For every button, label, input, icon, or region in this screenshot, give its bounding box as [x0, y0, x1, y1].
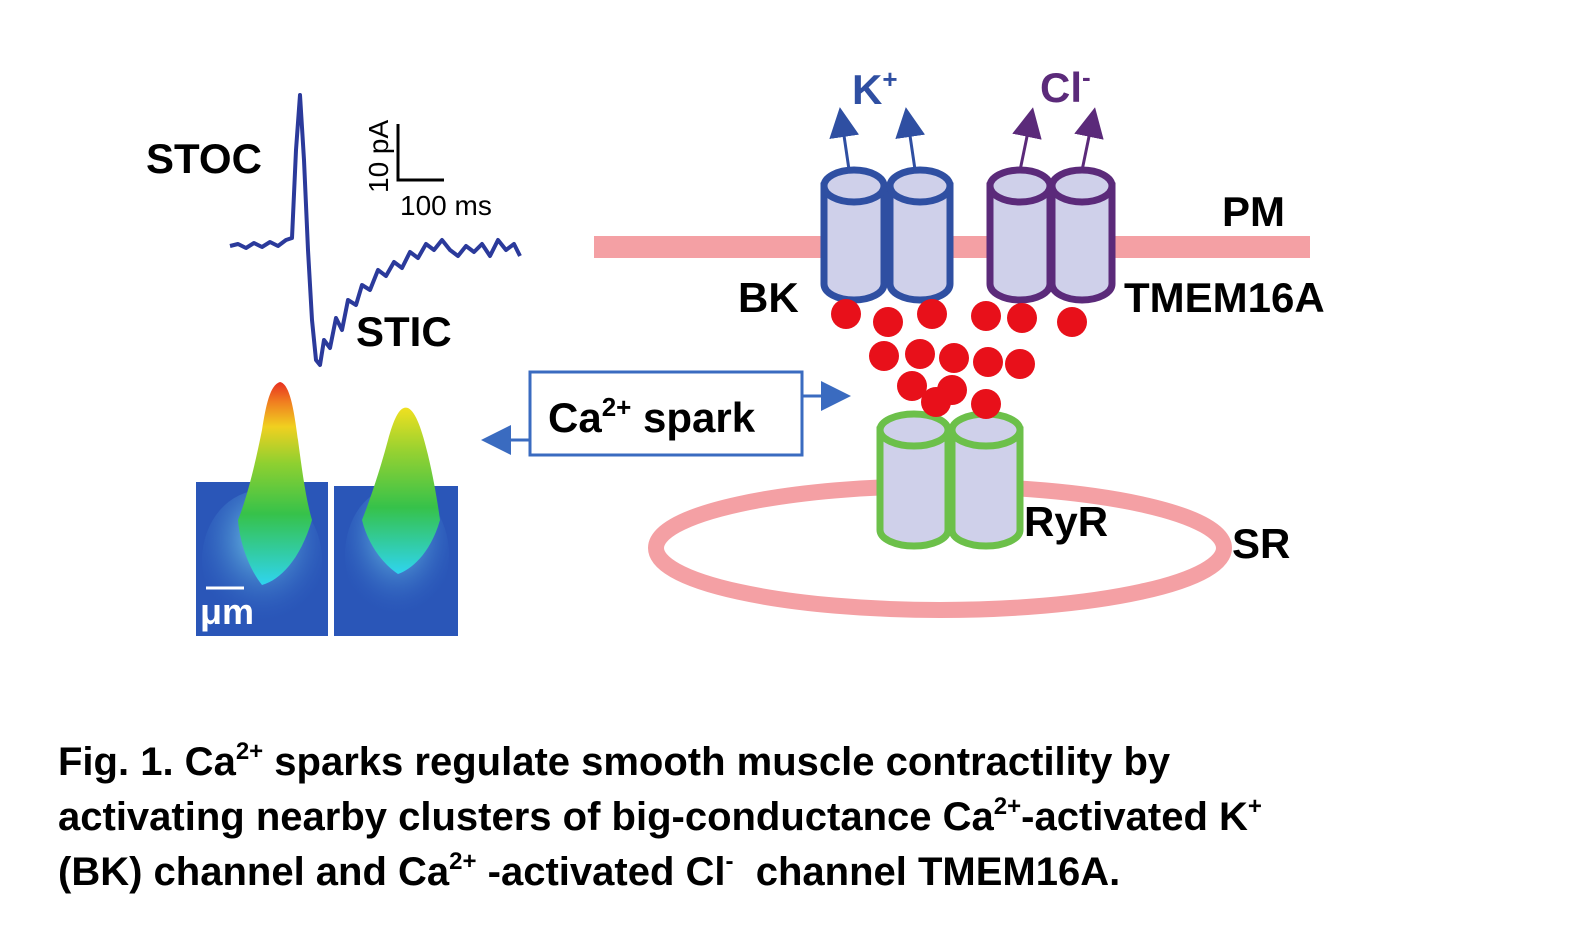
calcium-ions — [831, 299, 1087, 419]
ca-spark-label: Ca2+ spark — [548, 392, 756, 441]
figure-caption: Fig. 1. Ca2+ sparks regulate smooth musc… — [58, 735, 1568, 900]
spark-peak-left — [238, 382, 312, 585]
bk-label: BK — [738, 274, 799, 321]
ryr-label: RyR — [1024, 498, 1108, 545]
ca-spark-callout: Ca2+ spark — [481, 370, 851, 457]
spark-image-panel: μm — [196, 382, 458, 636]
caption-line-3: (BK) channel and Ca2+ -activated Cl- cha… — [58, 847, 1121, 894]
pm-label: PM — [1222, 188, 1285, 235]
scale-x-label: 100 ms — [400, 190, 492, 221]
stic-label: STIC — [356, 308, 452, 355]
tmem16a-channel — [986, 166, 1116, 304]
sr-label: SR — [1232, 520, 1290, 567]
current-trace-panel: STOC STIC 10 pA 100 ms — [146, 93, 522, 367]
k-ion-label: K+ — [852, 64, 898, 113]
tmem16a-label: TMEM16A — [1124, 274, 1325, 321]
caption-line-2: activating nearby clusters of big-conduc… — [58, 792, 1262, 839]
ca-spark-box — [528, 370, 804, 457]
spark-peak-right — [362, 407, 440, 574]
scale-bar — [396, 124, 444, 182]
stoc-label: STOC — [146, 135, 262, 182]
caption-line-1: Fig. 1. Ca2+ sparks regulate smooth musc… — [58, 737, 1171, 784]
scale-y-label: 10 pA — [363, 120, 394, 193]
ryr-channel — [876, 410, 1024, 550]
cl-ion-label: Cl- — [1040, 62, 1091, 111]
bk-channel — [820, 166, 954, 304]
current-trace-line — [229, 93, 522, 367]
spark-scale-label: μm — [200, 591, 254, 632]
figure-diagram: STOC STIC 10 pA 100 ms μm Ca2+ spark — [146, 62, 1325, 636]
